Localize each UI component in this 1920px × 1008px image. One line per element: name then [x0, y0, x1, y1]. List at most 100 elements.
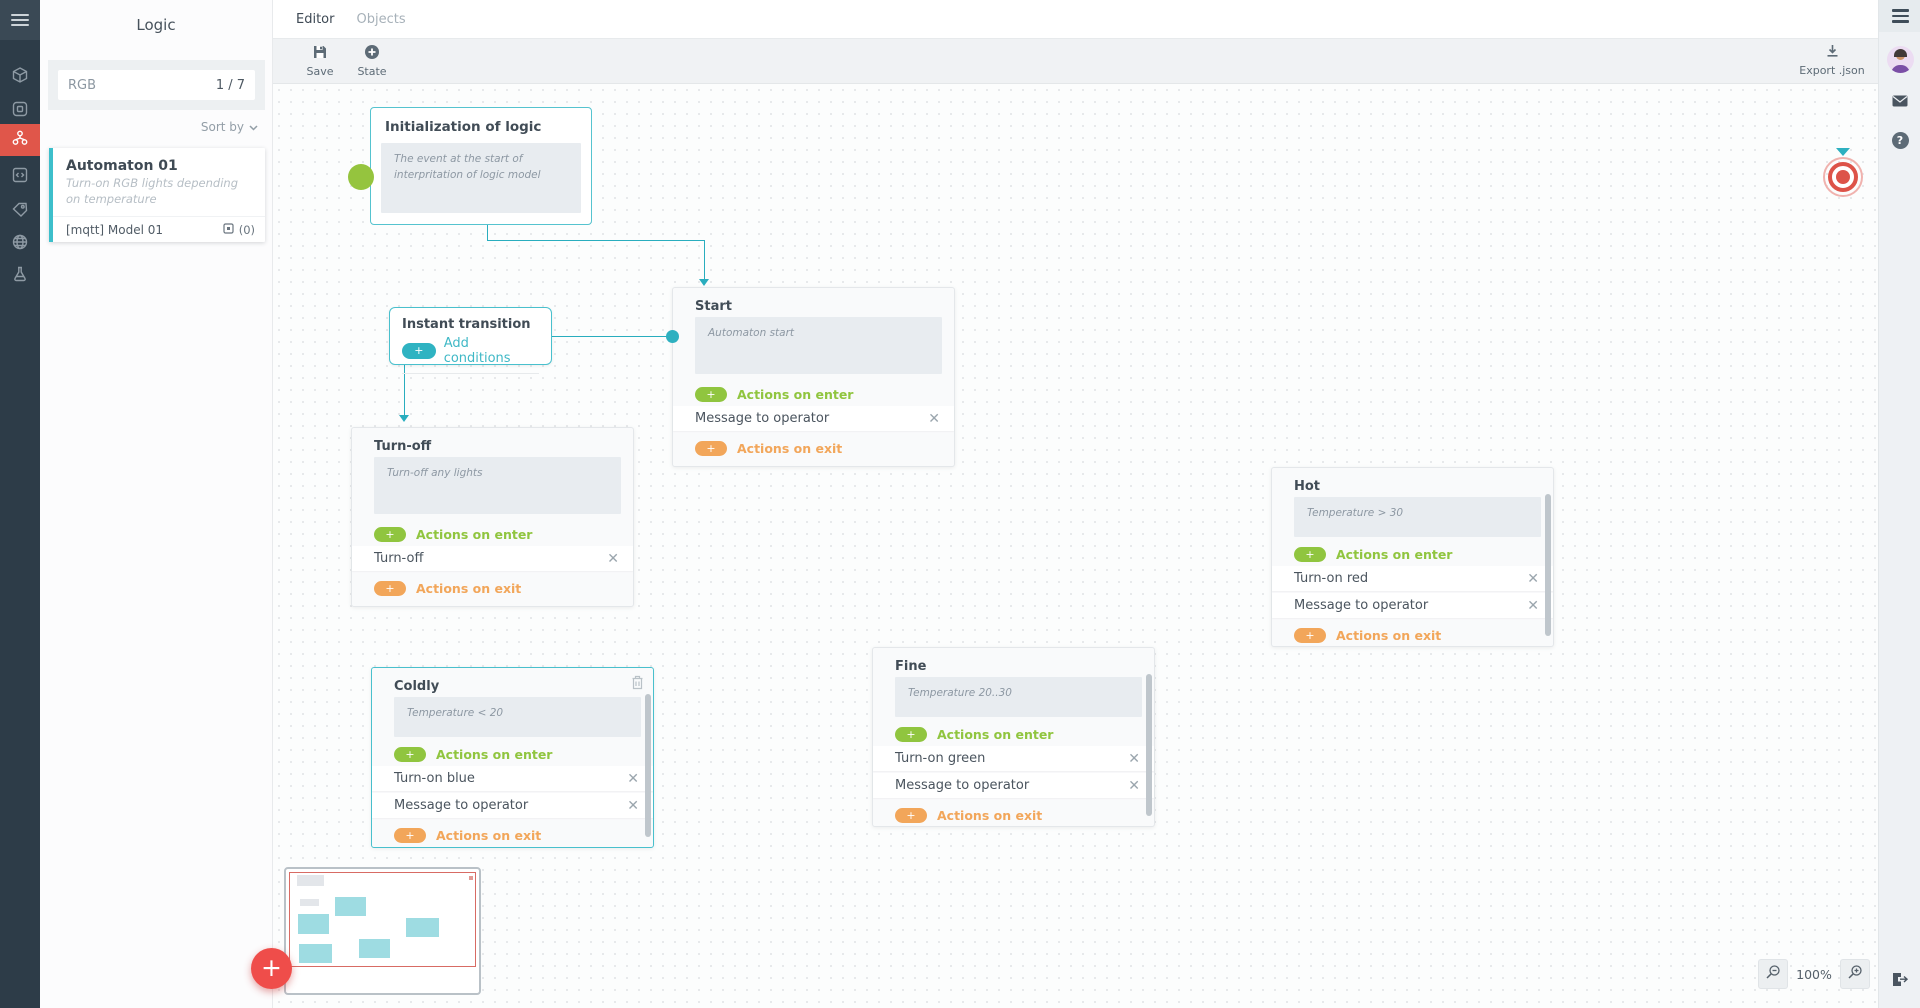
add-button[interactable]	[251, 948, 292, 989]
node-scrollbar[interactable]	[645, 694, 651, 837]
plus-pill-icon	[374, 581, 406, 596]
node-hot[interactable]: Hot Temperature > 30 Actions on enter Tu…	[1271, 467, 1554, 647]
node-title: Start	[695, 299, 732, 314]
node-description: Temperature < 20	[394, 697, 641, 737]
node-description: The event at the start of interpritation…	[381, 143, 581, 213]
plus-pill-icon	[402, 343, 436, 359]
tab-editor[interactable]: Editor	[296, 11, 335, 27]
search-input[interactable]	[68, 77, 188, 93]
sidebar-item-scripts[interactable]	[0, 161, 40, 193]
cube-icon	[11, 66, 29, 88]
messages-button[interactable]	[1879, 92, 1920, 111]
object-count: (0)	[238, 222, 255, 237]
entry-point-dot[interactable]	[348, 164, 374, 190]
minimap-viewport[interactable]	[289, 872, 476, 967]
save-icon	[312, 44, 328, 63]
close-icon[interactable]: ✕	[1527, 597, 1539, 614]
plus-pill-icon	[695, 387, 727, 402]
connector-line	[487, 225, 488, 241]
plus-pill-icon	[895, 727, 927, 742]
list-item-automaton-01[interactable]: Automaton 01 Turn-on RGB lights dependin…	[49, 148, 265, 242]
action-row[interactable]: Message to operator ✕	[673, 406, 954, 431]
action-row[interactable]: Turn-on blue ✕	[372, 766, 653, 791]
actions-on-exit-button[interactable]: Actions on exit	[374, 581, 611, 596]
chevron-down-icon	[249, 120, 258, 134]
plus-pill-icon	[394, 828, 426, 843]
tab-objects[interactable]: Objects	[356, 11, 406, 27]
action-row[interactable]: Turn-off ✕	[352, 546, 633, 571]
node-scrollbar[interactable]	[1146, 674, 1152, 816]
actions-on-enter-button[interactable]: Actions on enter	[394, 747, 631, 762]
actions-on-enter-button[interactable]: Actions on enter	[374, 527, 611, 542]
action-row[interactable]: Turn-on red ✕	[1272, 566, 1553, 591]
node-coldly[interactable]: Coldly Temperature < 20 Actions on enter…	[371, 667, 654, 848]
sort-by-button[interactable]: Sort by	[201, 120, 258, 134]
node-scrollbar[interactable]	[1545, 494, 1551, 636]
save-button[interactable]: Save	[298, 44, 342, 78]
main-area: Editor Objects Save State Export .json	[273, 0, 1878, 1008]
right-menu-toggle-button[interactable]	[1879, 0, 1920, 32]
download-icon	[1825, 44, 1840, 62]
minimap-node	[359, 939, 390, 958]
node-description: Turn-off any lights	[374, 457, 621, 514]
actions-on-enter-button[interactable]: Actions on enter	[895, 727, 1132, 742]
logic-canvas[interactable]: Initialization of logic The event at the…	[273, 84, 1878, 1008]
connection-port[interactable]	[666, 330, 679, 343]
action-row[interactable]: Turn-on green ✕	[873, 746, 1154, 771]
actions-on-enter-button[interactable]: Actions on enter	[1294, 547, 1531, 562]
node-fine[interactable]: Fine Temperature 20..30 Actions on enter…	[872, 647, 1155, 827]
user-avatar-button[interactable]	[1879, 46, 1920, 73]
actions-on-exit-button[interactable]: Actions on exit	[394, 828, 631, 843]
sidebar-item-logic[interactable]	[0, 124, 40, 156]
add-conditions-button[interactable]: Add conditions	[402, 336, 539, 374]
connector-line	[487, 240, 705, 241]
zoom-level-label: 100%	[1796, 966, 1832, 982]
action-row[interactable]: Message to operator ✕	[873, 773, 1154, 798]
sidebar-item-lab[interactable]	[0, 260, 40, 292]
minimap-node	[335, 897, 366, 916]
menu-toggle-button[interactable]	[0, 0, 40, 40]
node-instant-transition[interactable]: Instant transition Add conditions	[389, 307, 552, 374]
close-icon[interactable]: ✕	[627, 770, 639, 787]
actions-on-exit-button[interactable]: Actions on exit	[1294, 628, 1531, 643]
exit-button[interactable]	[1879, 972, 1920, 991]
sidebar-item-tags[interactable]	[0, 196, 40, 228]
help-button[interactable]: ?	[1879, 132, 1920, 149]
close-icon[interactable]: ✕	[928, 410, 940, 427]
node-title: Instant transition	[402, 317, 531, 332]
close-icon[interactable]: ✕	[607, 550, 619, 567]
zoom-out-icon	[1765, 964, 1781, 984]
left-sidebar	[0, 0, 40, 1008]
node-initialization[interactable]: Initialization of logic The event at the…	[370, 107, 592, 225]
node-description: Temperature > 30	[1294, 497, 1541, 537]
actions-on-enter-button[interactable]: Actions on enter	[695, 387, 932, 402]
action-row[interactable]: Message to operator ✕	[1272, 593, 1553, 618]
actions-on-exit-button[interactable]: Actions on exit	[695, 441, 932, 456]
minimap-node	[298, 914, 329, 934]
trash-icon[interactable]	[631, 675, 644, 694]
code-icon	[11, 166, 29, 188]
avatar	[1886, 46, 1914, 73]
node-turn-off[interactable]: Turn-off Turn-off any lights Actions on …	[351, 427, 634, 607]
close-icon[interactable]: ✕	[1128, 750, 1140, 767]
help-icon: ?	[1891, 132, 1909, 149]
node-start[interactable]: Start Automaton start Actions on enter M…	[672, 287, 955, 467]
zoom-in-button[interactable]	[1840, 959, 1870, 989]
monitor-icon	[223, 222, 234, 237]
zoom-out-button[interactable]	[1758, 959, 1788, 989]
add-state-button[interactable]: State	[350, 44, 394, 78]
minimap[interactable]	[284, 867, 481, 995]
close-icon[interactable]: ✕	[1527, 570, 1539, 587]
sidebar-item-devices[interactable]	[0, 61, 40, 93]
sidebar-item-widgets[interactable]	[0, 95, 40, 127]
export-json-button[interactable]: Export .json	[1796, 44, 1868, 77]
sidebar-item-network[interactable]	[0, 228, 40, 260]
close-icon[interactable]: ✕	[627, 797, 639, 814]
flask-icon	[11, 265, 29, 287]
plus-circle-icon	[364, 44, 380, 63]
card-accent-bar	[49, 148, 53, 242]
action-row[interactable]: Message to operator ✕	[372, 793, 653, 818]
close-icon[interactable]: ✕	[1128, 777, 1140, 794]
final-state-target[interactable]	[1823, 157, 1863, 197]
actions-on-exit-button[interactable]: Actions on exit	[895, 808, 1132, 823]
